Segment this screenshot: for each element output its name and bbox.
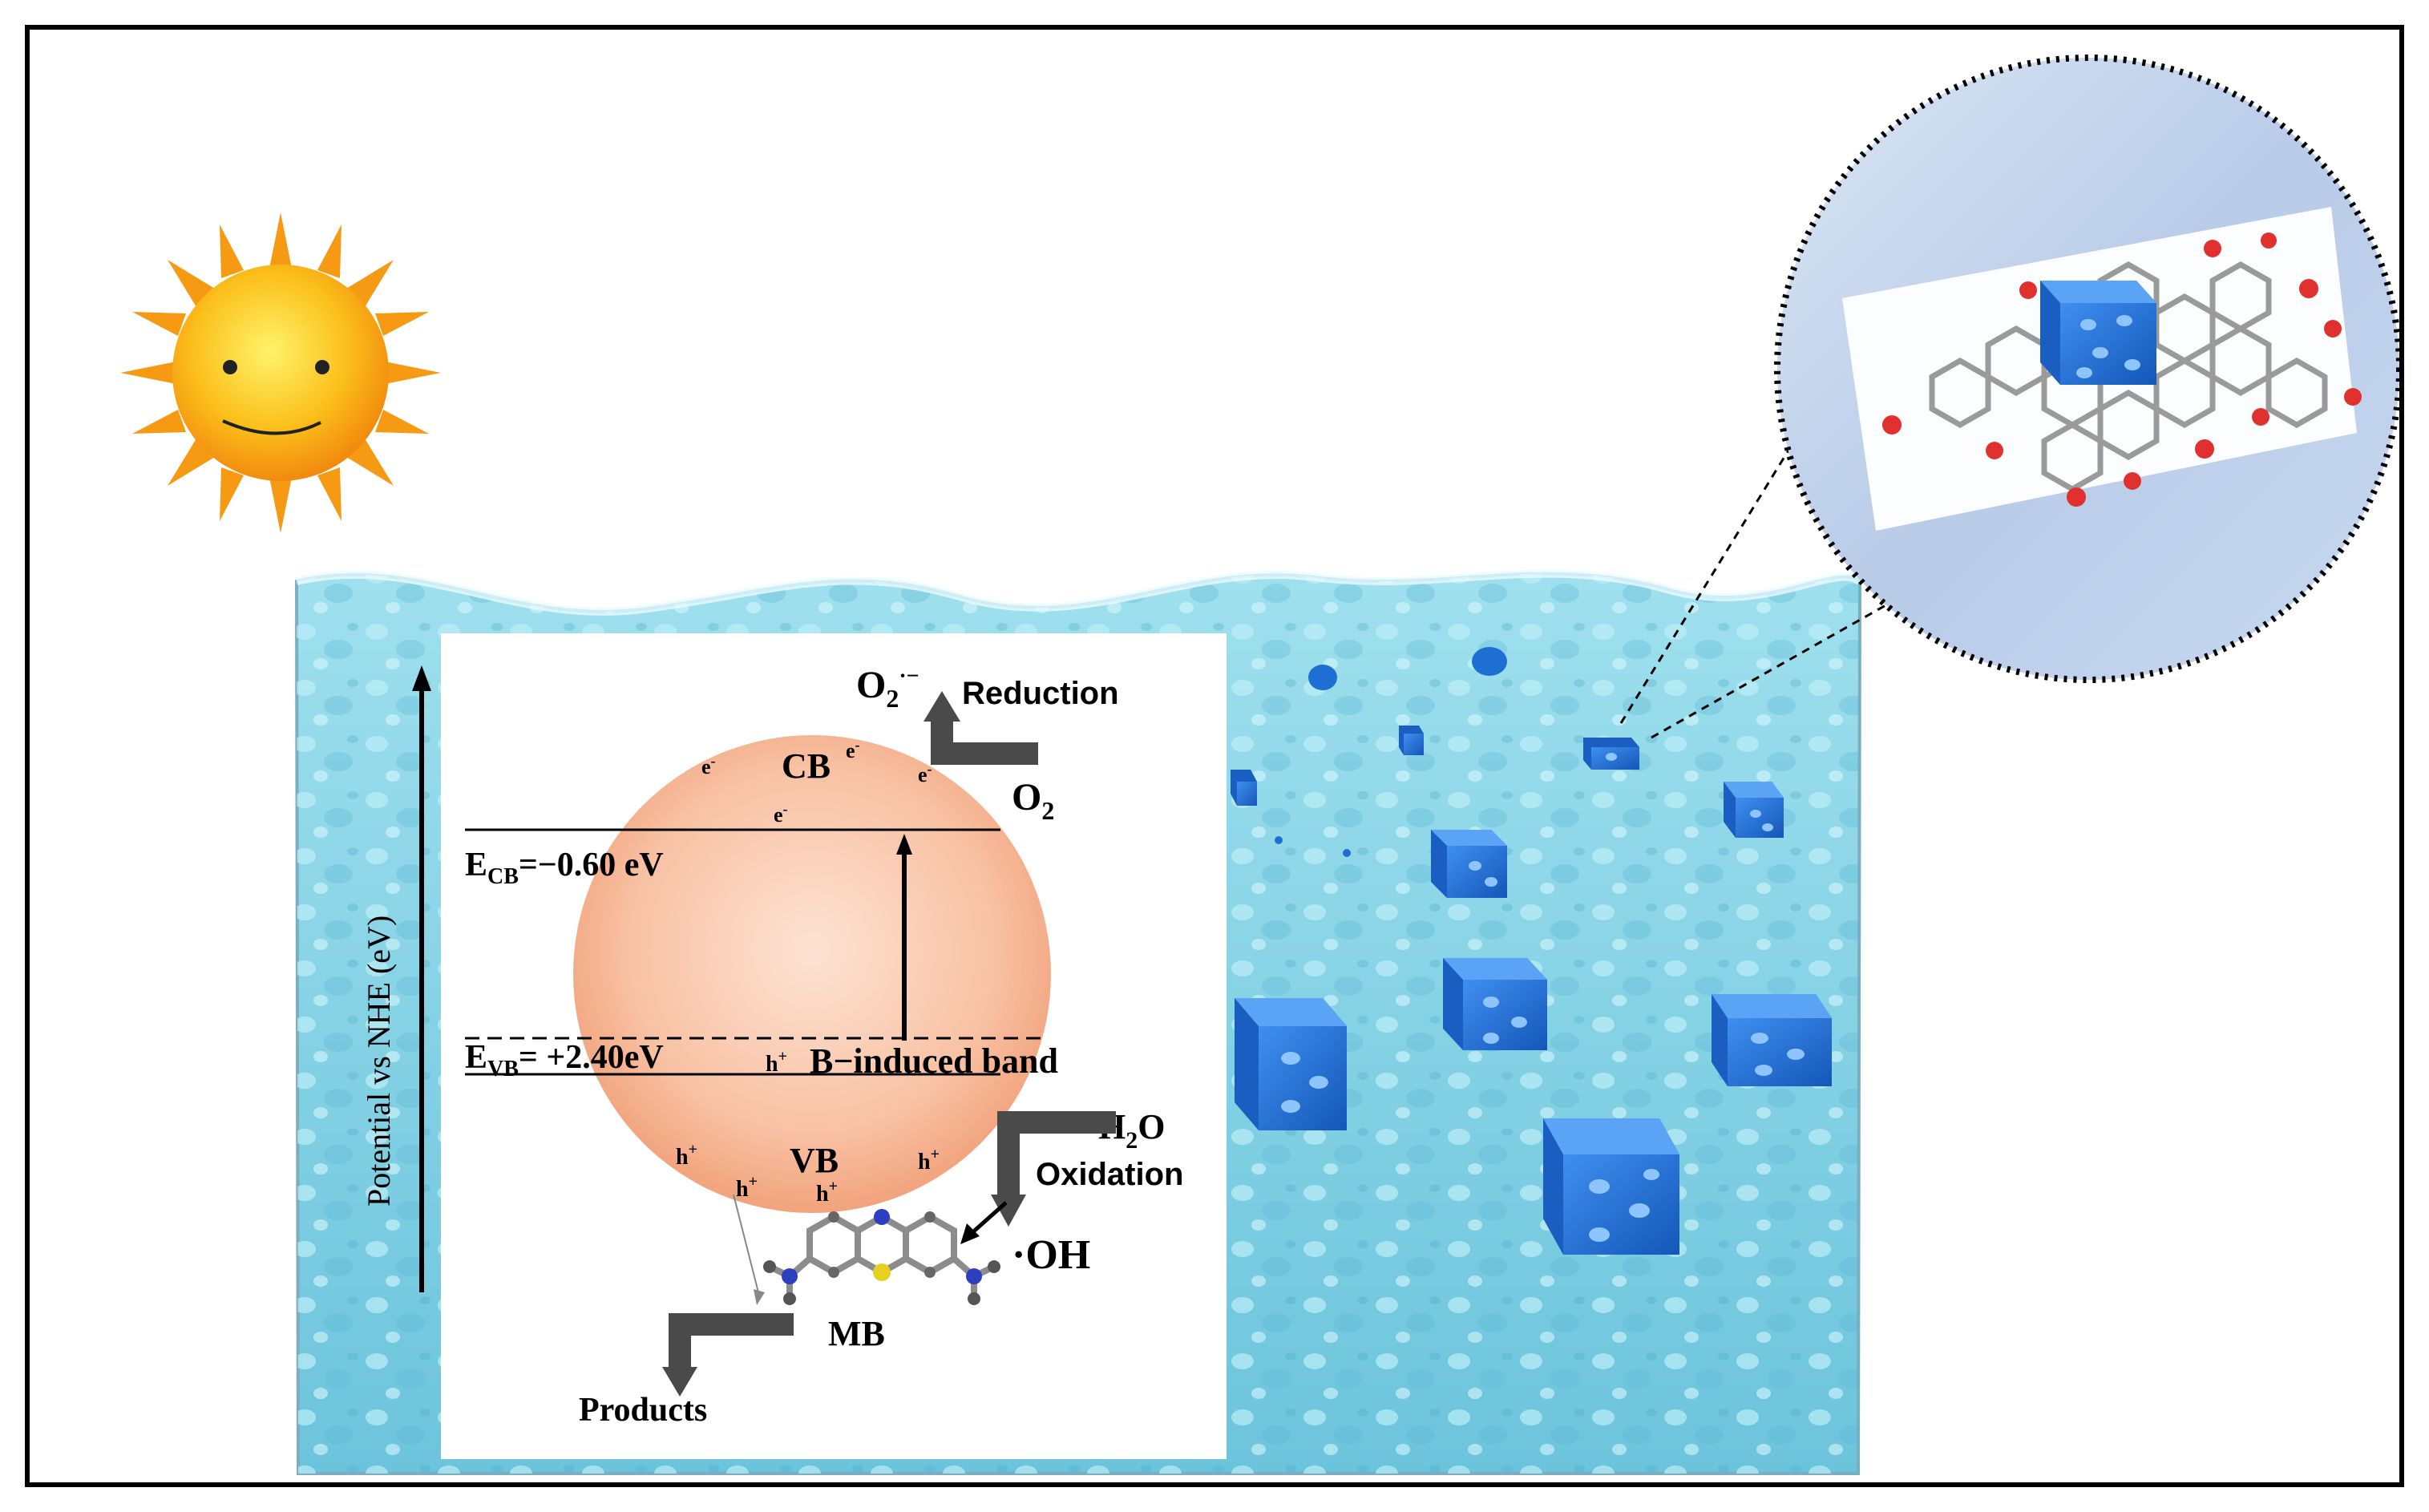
electrons: e- e- e- e- (701, 737, 932, 827)
holes: h+ h+ h+ h+ h+ (676, 1048, 940, 1207)
sun-icon (120, 212, 441, 533)
cube-1 (1235, 998, 1347, 1130)
hole-1: h+ (766, 1048, 787, 1077)
semiconductor-particle (573, 735, 1051, 1213)
cube-5 (1712, 994, 1832, 1086)
vb-label: VB (790, 1141, 839, 1180)
photocatalyst-cubes (1231, 647, 1832, 1255)
cube-6 (1724, 782, 1784, 838)
potential-axis-arrowhead (412, 665, 431, 691)
zoom-inset (1774, 55, 2403, 683)
hole-4: h+ (816, 1178, 838, 1207)
graphene-oxide-sheet (1929, 261, 2328, 493)
electron-2: e- (846, 737, 860, 762)
droplet-2 (1472, 647, 1507, 676)
o2-label: O2 (1012, 776, 1054, 825)
cube-3 (1443, 958, 1547, 1050)
products-arrow (669, 1313, 794, 1371)
hole-attack-line (733, 1194, 761, 1300)
mb-atoms (763, 1209, 1000, 1305)
electron-4: e- (774, 801, 788, 827)
oh-arrow (968, 1201, 1008, 1236)
zoom-line-2 (1651, 596, 1901, 739)
reduction-label: Reduction (962, 676, 1119, 711)
ecb-label: ECB=−0.60 eV (465, 847, 664, 889)
electron-3: e- (918, 761, 932, 786)
oxidation-arrow (997, 1111, 1116, 1199)
outer-frame (25, 25, 2404, 1487)
zoom-line-1 (1619, 448, 1791, 724)
zoom-cube (2040, 281, 2156, 385)
hole-2: h+ (676, 1141, 697, 1170)
hole-5: h+ (918, 1146, 940, 1174)
cube-8 (1399, 726, 1424, 755)
products-label: Products (579, 1392, 707, 1429)
mb-label: MB (828, 1314, 885, 1353)
hole-3: h+ (736, 1173, 758, 1202)
cube-9 (1231, 770, 1257, 806)
o2-radical-label: O2·− (856, 664, 919, 713)
droplet-1 (1308, 665, 1337, 690)
electron-1: e- (701, 753, 716, 778)
b-induced-band-label: B−induced band (810, 1041, 1058, 1081)
oxidation-label: Oxidation (1036, 1157, 1183, 1192)
axis-label: Potential vs NHE (eV) (361, 916, 397, 1207)
reduction-arrow (931, 718, 1038, 765)
oh-label: ·OH (1012, 1232, 1090, 1278)
evb-label: EVB= +2.40eV (465, 1039, 664, 1081)
cb-label: CB (782, 746, 831, 786)
cube-4 (1543, 1118, 1679, 1255)
oxygen-atoms (1882, 232, 2362, 507)
cube-7 (1583, 738, 1639, 770)
cube-2 (1431, 830, 1507, 898)
